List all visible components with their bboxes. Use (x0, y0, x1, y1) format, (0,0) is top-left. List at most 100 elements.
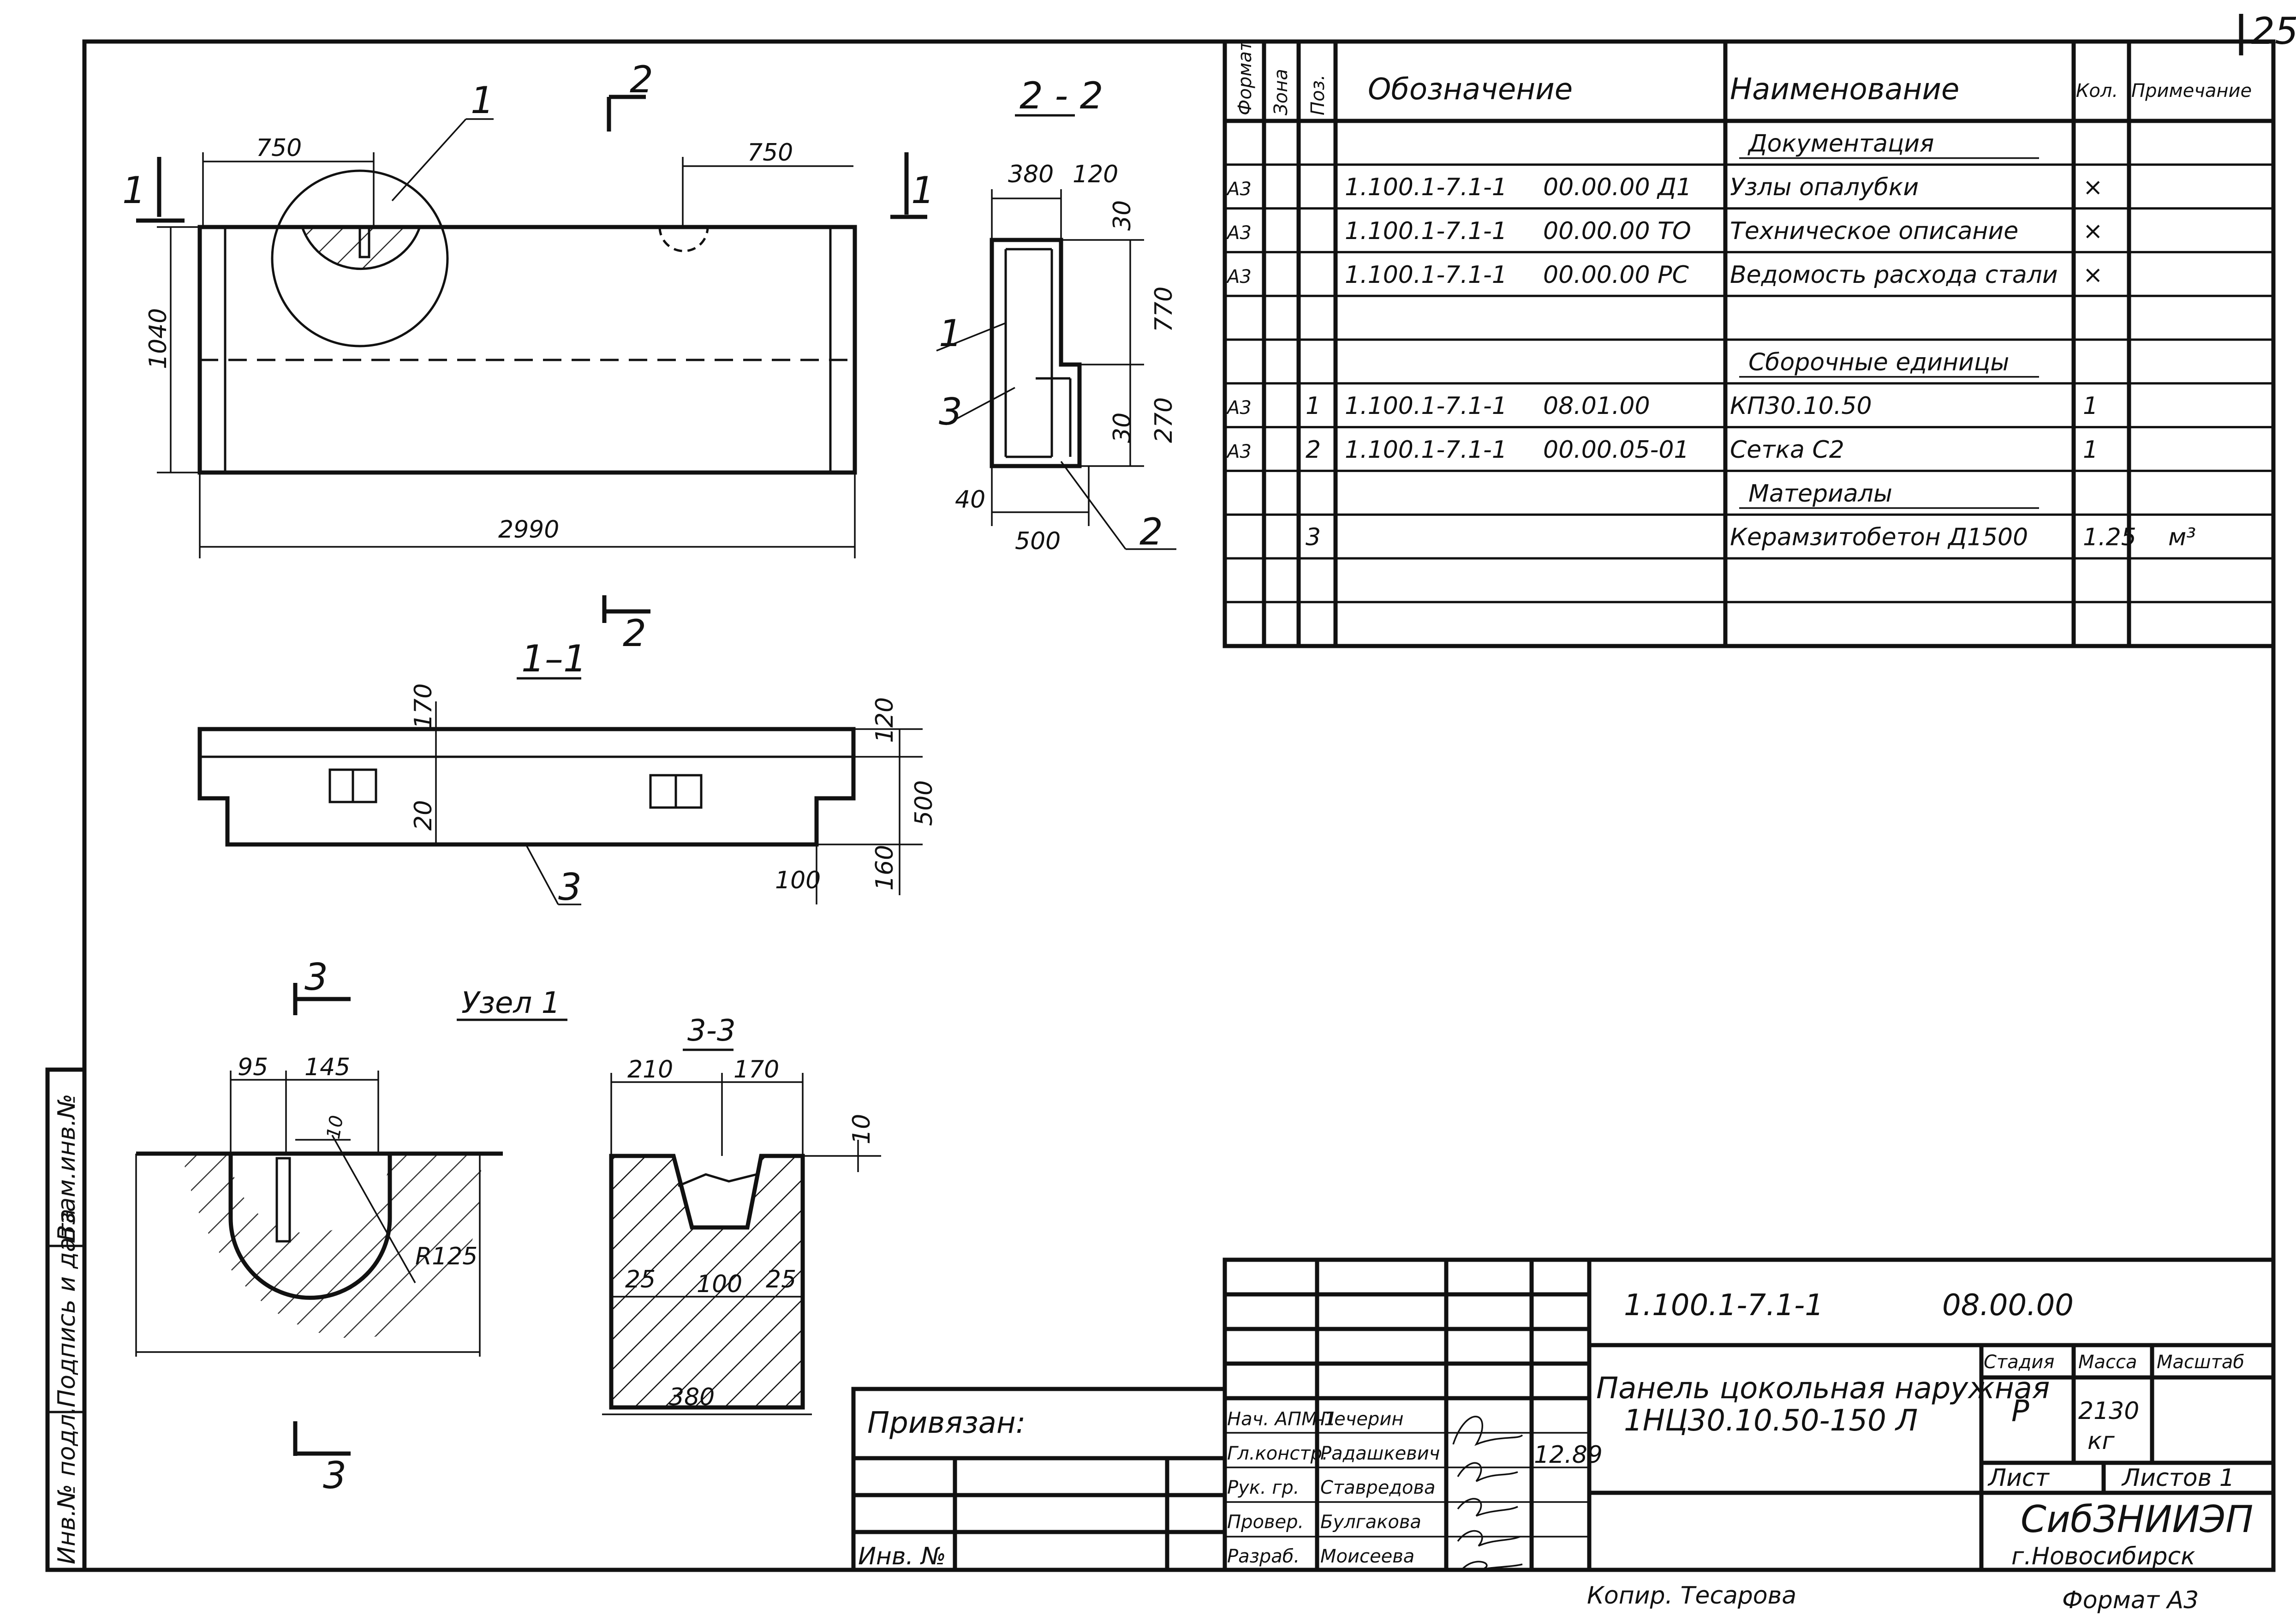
dim-100-inner: 100 (697, 1270, 742, 1298)
th-qty: Кол. (2076, 80, 2118, 102)
spec-cell-qty: × (2083, 261, 2103, 289)
dim-30-top: 30 (1109, 200, 1136, 231)
th-pos: Поз. (1307, 74, 1329, 115)
dim-270: 270 (1150, 397, 1178, 443)
spec-cell-qty: × (2083, 217, 2103, 245)
section-3-3-title: 3-3 (687, 1014, 736, 1048)
th-name: Наименование (1730, 72, 1959, 107)
tb-mass-label: Масса (2078, 1352, 2137, 1373)
spec-cell-designation-code: 00.00.00 ТО (1543, 217, 1691, 245)
mark-3-top: 3 (304, 956, 328, 999)
spec-cell-designation: 1.100.1-7.1-1 (1345, 436, 1507, 464)
leader-3-section-1-1: 3 (558, 866, 582, 909)
dim-120-side: 120 (871, 697, 899, 743)
spec-cell-format: А3 (1226, 222, 1252, 244)
dim-2990: 2990 (498, 516, 559, 544)
node-1-title: Узел 1 (461, 986, 560, 1020)
spec-cell-designation: 1.100.1-7.1-1 (1345, 392, 1507, 420)
spec-cell-qty: 1.25 (2083, 524, 2136, 551)
signature-role: Провер. (1227, 1512, 1304, 1533)
mark-1-left: 1 (122, 169, 146, 212)
footer-copied: Копир. Тесарова (1587, 1582, 1796, 1610)
dim-160: 160 (871, 845, 899, 891)
spec-cell-name: Узлы опалубки (1730, 174, 1919, 201)
spec-cell-note: м³ (2168, 524, 2196, 551)
spec-cell-format: А3 (1226, 397, 1252, 419)
leader-1: 1 (939, 312, 962, 355)
main-leader-1: 1 (471, 79, 494, 122)
spec-cell-format: А3 (1226, 266, 1252, 287)
spec-cell-designation: 1.100.1-7.1-1 (1345, 217, 1507, 245)
signature-name: Печерин (1320, 1408, 1403, 1430)
mark-2-top: 2 (630, 58, 653, 101)
signature-marks (1452, 1416, 1523, 1570)
dim-500-side: 500 (910, 780, 938, 826)
tb-title-line1: Панель цокольная наружная (1596, 1371, 2050, 1406)
th-note: Примечание (2131, 80, 2252, 102)
section-2-2-title: 2 - 2 (1020, 74, 1103, 117)
tb-sheets-label: Листов 1 (2121, 1464, 2235, 1492)
dim-380-bottom: 380 (669, 1383, 715, 1411)
spec-cell-designation-code: 00.00.00 РС (1543, 261, 1689, 289)
spec-cell-designation: 1.100.1-7.1-1 (1345, 174, 1507, 201)
dim-145: 145 (304, 1053, 350, 1081)
spec-cell-designation-code: 00.00.05-01 (1543, 436, 1689, 464)
spec-cell-name: Материалы (1748, 480, 1892, 508)
tb-stage-label: Стадия (1984, 1352, 2054, 1373)
th-format: Формат (1234, 40, 1256, 115)
tb-date: 12.89 (1534, 1441, 1603, 1469)
mark-1-right: 1 (911, 169, 935, 212)
spec-cell-name: Техническое описание (1730, 217, 2018, 245)
dim-120: 120 (1073, 161, 1118, 188)
signature-name: Радашкевич (1320, 1443, 1440, 1464)
tb-code: 1.100.1-7.1-1 (1624, 1288, 1824, 1323)
dim-170: 170 (410, 683, 437, 729)
spec-cell-name: Сетка С2 (1730, 436, 1844, 464)
radius-r125: R125 (415, 1243, 477, 1270)
signature-name: Моисеева (1320, 1546, 1414, 1567)
th-designation: Обозначение (1368, 72, 1573, 107)
dim-170: 170 (734, 1056, 779, 1083)
dim-750-left: 750 (256, 134, 302, 162)
signature-rows: Нач. АПМ-1ПечеринГл.констр.РадашкевичРук… (1227, 1408, 1440, 1567)
side-stamp-inv-podl: Инв.№ подл. (53, 1407, 81, 1564)
spec-cell-qty: 1 (2083, 392, 2098, 420)
spec-cell-format: А3 (1226, 441, 1252, 462)
tb-mass-unit: кг (2087, 1427, 2115, 1455)
spec-cell-pos: 2 (1306, 436, 1321, 464)
signature-role: Гл.констр. (1227, 1443, 1328, 1464)
dim-210: 210 (627, 1056, 673, 1083)
tb-stage-value: Р (2011, 1395, 2029, 1429)
dim-380: 380 (1008, 161, 1054, 188)
title-block: Привязан: Инв. № 1.100.1-7.1-1 08.00.00 … (851, 1257, 2276, 1572)
section-3-3: 3-3 210 170 10 25 100 25 380 (602, 1014, 881, 1415)
node-1: Узел 1 3 3 95 145 10 R125 (135, 956, 567, 1497)
section-1-1: 1–1 170 20 120 500 160 100 3 (197, 637, 938, 909)
tb-title-line2: 1НЦ30.10.50-150 Л (1624, 1404, 1918, 1438)
mark-2-bottom: 2 (623, 612, 646, 655)
tb-scale-label: Масштаб (2157, 1352, 2244, 1373)
leader-2: 2 (1139, 510, 1163, 553)
dim-750-right: 750 (747, 139, 793, 167)
section-2-2: 2 - 2 380 120 30 770 30 270 500 40 1 3 2 (936, 74, 1178, 555)
dim-10-side: 10 (848, 1114, 876, 1144)
signature-name: Ставредова (1320, 1477, 1436, 1498)
spec-cell-name: Ведомость расхода стали (1730, 261, 2058, 289)
tb-org: СибЗНИИЭП (2021, 1498, 2253, 1541)
side-stamp-sign-date: Подпись и дата (53, 1209, 81, 1407)
side-stamp-vzam: Взам.инв.№ (53, 1094, 81, 1241)
th-zone: Зона (1270, 69, 1292, 115)
dim-10: 10 (323, 1114, 348, 1141)
dim-20: 20 (410, 800, 437, 831)
side-stamp: Взам.инв.№ Подпись и дата Инв.№ подл. (45, 1067, 87, 1572)
spec-cell-name: Документация (1747, 130, 1934, 157)
tb-city: г.Новосибирск (2011, 1543, 2195, 1570)
leader-3: 3 (939, 390, 962, 433)
spec-cell-designation-code: 00.00.00 Д1 (1543, 174, 1692, 201)
spec-cell-qty: 1 (2083, 436, 2098, 464)
dim-770: 770 (1150, 287, 1178, 332)
dim-30-bottom: 30 (1109, 413, 1136, 443)
attached-label: Привязан: (867, 1406, 1026, 1440)
tb-mass-value: 2130 (2078, 1397, 2139, 1425)
